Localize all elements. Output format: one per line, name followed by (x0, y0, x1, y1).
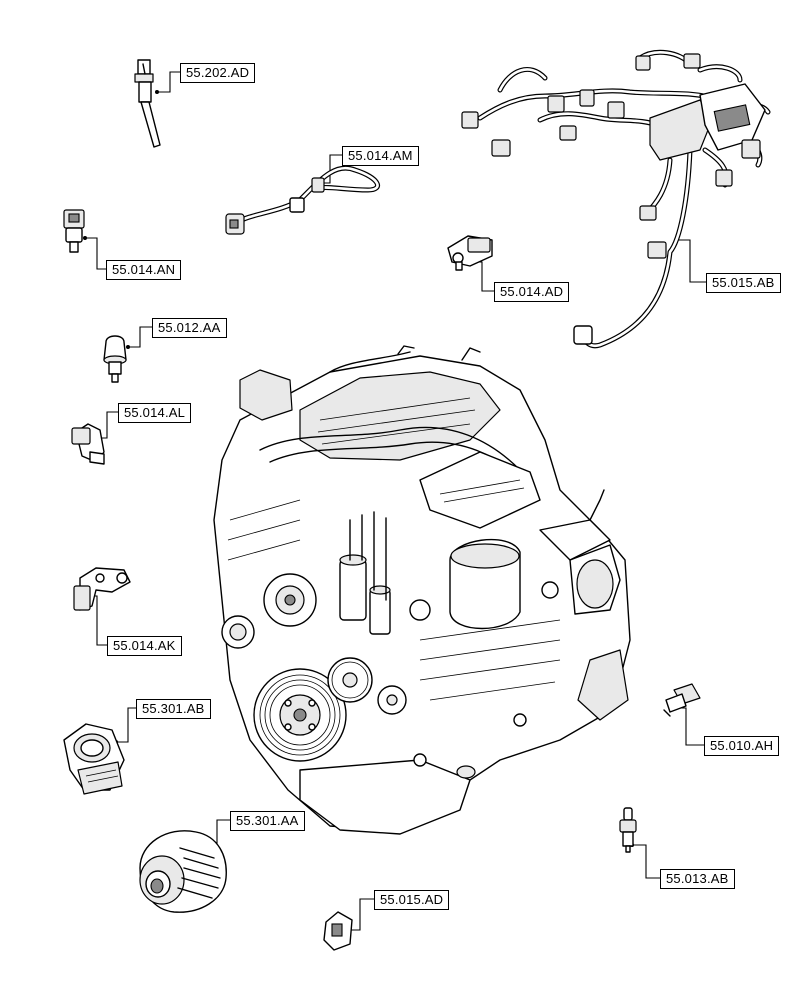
callout-55-014-ad[interactable]: 55.014.AD (494, 282, 570, 302)
engine-assembly (213, 345, 631, 835)
callout-55-014-al[interactable]: 55.014.AL (118, 403, 192, 423)
callout-55-010-ah[interactable]: 55.010.AH (704, 736, 780, 756)
callout-55-014-an[interactable]: 55.014.AN (106, 260, 182, 280)
sensor-part-ad-lower (323, 911, 353, 951)
throttle-body-part (63, 723, 125, 795)
sensor-part-an (63, 209, 85, 253)
sensor-part-ad (447, 235, 493, 271)
callout-55-013-ab[interactable]: 55.013.AB (660, 869, 735, 889)
callout-55-015-ab[interactable]: 55.015.AB (706, 273, 781, 293)
sensor-cable-part-am (225, 165, 381, 235)
callout-55-014-am[interactable]: 55.014.AM (342, 146, 419, 166)
callout-55-015-ad[interactable]: 55.015.AD (374, 890, 450, 910)
callout-55-301-ab[interactable]: 55.301.AB (136, 699, 211, 719)
sensor-part-ak (73, 567, 131, 611)
wiring-harness-part (461, 49, 771, 349)
sensor-part-aa (103, 335, 127, 383)
sensor-part-ah (663, 683, 701, 717)
callout-55-012-aa[interactable]: 55.012.AA (152, 318, 227, 338)
glow-plug-part (134, 59, 161, 148)
alternator-part (139, 830, 227, 913)
callout-55-202-ad[interactable]: 55.202.AD (180, 63, 256, 83)
sensor-part-al (71, 423, 105, 465)
callout-55-301-aa[interactable]: 55.301.AA (230, 811, 305, 831)
sensor-part-ab (619, 807, 637, 853)
callout-55-014-ak[interactable]: 55.014.AK (107, 636, 182, 656)
